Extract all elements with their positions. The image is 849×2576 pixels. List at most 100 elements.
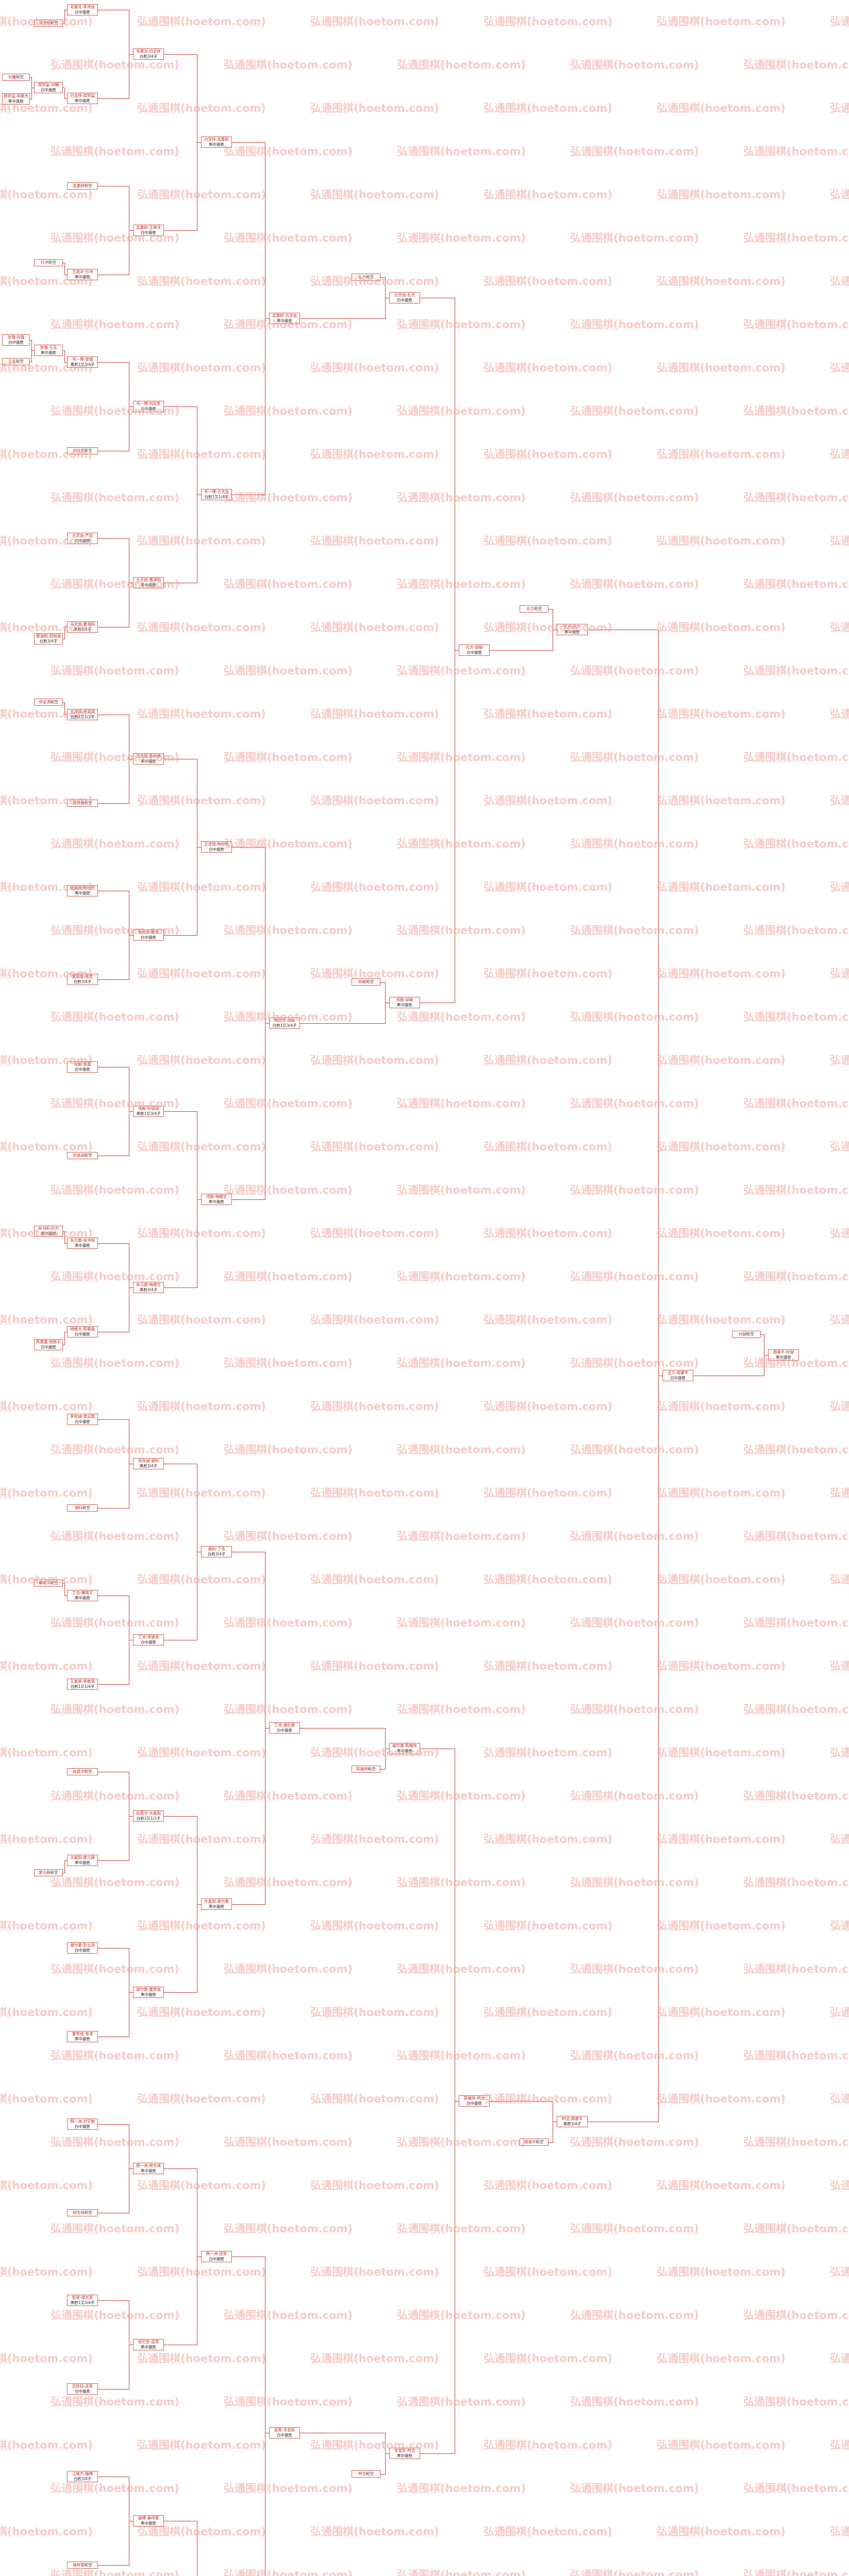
connector-line (129, 1111, 133, 1112)
watermark-text: 弘通围棋(hoetom.com) (743, 1530, 849, 1543)
watermark-text: 弘通围棋(hoetom.com) (484, 2266, 612, 2278)
match-box: 张紫良-陶欣然黑中盘胜 (67, 885, 98, 896)
result-label: 黑胜3/4子 (563, 2122, 581, 2126)
players-label: 张强-何鑫 (7, 335, 25, 340)
watermark-text: 弘通围棋(hoetom.com) (830, 881, 849, 893)
watermark-text: 弘通围棋(hoetom.com) (570, 1357, 699, 1369)
watermark-text: 弘通围棋(hoetom.com) (137, 1660, 266, 1672)
bye-label: 轮空 (50, 21, 58, 25)
players-label: 韩一洲-刘宇航 (70, 2119, 95, 2124)
watermark-text: 弘通围棋(hoetom.com) (51, 1876, 179, 1889)
connector-line (98, 186, 129, 187)
connector-line (380, 277, 385, 278)
watermark-text: 弘通围棋(hoetom.com) (657, 1833, 786, 1845)
match-box: 韦一博-刘兆哲白中盘胜 (133, 401, 164, 412)
match-box: 连笑-芈昱廷白中盘胜 (269, 2427, 300, 2438)
watermark-text: 弘通围棋(hoetom.com) (224, 2136, 353, 2148)
player-name: 李泽锐 (39, 21, 51, 25)
watermark-text: 弘通围棋(hoetom.com) (310, 102, 439, 114)
connector-line (129, 406, 133, 407)
player-name: 屠晓宇 (39, 1581, 51, 1585)
watermark-text: 弘通围棋(hoetom.com) (484, 794, 612, 807)
watermark-text: 弘通围棋(hoetom.com) (743, 2136, 849, 2148)
watermark-text: 弘通围棋(hoetom.com) (224, 2396, 353, 2408)
connector-line (164, 1816, 197, 1817)
result-label: 黑中盘胜 (209, 142, 224, 147)
match-box: 柯洁-周睿羊黑胜3/4子 (557, 2116, 588, 2127)
watermark-text: 弘通围棋(hoetom.com) (830, 1054, 849, 1066)
watermark-text: 弘通围棋(hoetom.com) (51, 1963, 179, 1975)
watermark-text: 弘通围棋(hoetom.com) (484, 1054, 612, 1066)
connector-line (64, 702, 65, 715)
watermark-text: 弘通围棋(hoetom.com) (0, 1400, 93, 1413)
watermark-text: 弘通围棋(hoetom.com) (743, 1963, 849, 1975)
bye-box: 刘曦轮空 (2, 74, 30, 81)
watermark-text: 弘通围棋(hoetom.com) (0, 1660, 93, 1672)
match-box: 周贺玺-李豪杰黑中盘胜 (2, 93, 30, 105)
watermark-text: 弘通围棋(hoetom.com) (657, 1573, 786, 1586)
players-label: 许嘉阳-谢尔豪 (204, 1899, 229, 1904)
connector-line (64, 1583, 65, 1596)
connector-line (385, 2453, 386, 2475)
match-box: 范廷钰-连笑白中盘胜 (67, 2383, 98, 2395)
watermark-text: 弘通围棋(hoetom.com) (570, 2569, 699, 2576)
bye-label: 轮空 (16, 359, 24, 364)
watermark-text: 弘通围棋(hoetom.com) (743, 318, 849, 331)
watermark-text: 弘通围棋(hoetom.com) (830, 1573, 849, 1586)
match-box: 朱元豪-杨楷文黑胜3/4子 (133, 1282, 164, 1293)
match-box: 张强-王垚黑中盘胜 (34, 345, 63, 356)
players-label: 谢尔豪-陈耀烨 (392, 1743, 417, 1748)
bye-box: 赵晨宇轮空 (67, 1768, 98, 1775)
bye-label: 轮空 (50, 700, 58, 704)
connector-line (64, 1860, 67, 1861)
result-label: 白中盘胜 (75, 10, 90, 14)
match-box: 陈豪鑫-钮新宇白中盘胜 (34, 1339, 63, 1350)
watermark-text: 弘通围棋(hoetom.com) (0, 2179, 93, 2192)
bye-box: 王垚轮空 (2, 358, 30, 365)
watermark-text: 弘通围棋(hoetom.com) (830, 362, 849, 374)
bye-label: 轮空 (368, 1767, 376, 1771)
watermark-text: 弘通围棋(hoetom.com) (397, 1790, 526, 1802)
watermark-text: 弘通围棋(hoetom.com) (657, 2006, 786, 2019)
connector-line (98, 2124, 129, 2125)
watermark-text: 弘通围棋(hoetom.com) (570, 492, 699, 504)
watermark-text: 弘通围棋(hoetom.com) (137, 1920, 266, 1932)
watermark-text: 弘通围棋(hoetom.com) (830, 15, 849, 28)
players-label: 许嘉阳-廖元赫 (70, 1855, 95, 1860)
connector-line (385, 277, 386, 298)
match-box: 周贺玺-刘曦白中盘胜 (34, 82, 63, 93)
players-label: 孔杰-邱峻 (465, 645, 483, 650)
watermark-text: 弘通围棋(hoetom.com) (484, 2526, 612, 2538)
watermark-text: 弘通围棋(hoetom.com) (743, 1184, 849, 1196)
watermark-text: 弘通围棋(hoetom.com) (51, 2223, 179, 2235)
watermark-text: 弘通围棋(hoetom.com) (137, 1141, 266, 1153)
bye-label: 轮空 (366, 979, 374, 984)
watermark-text: 弘通围棋(hoetom.com) (310, 2352, 439, 2365)
watermark-text: 弘通围棋(hoetom.com) (657, 15, 786, 28)
watermark-text: 弘通围棋(hoetom.com) (310, 1660, 439, 1672)
match-box: 戎毅-黄晨白中盘胜 (67, 1061, 98, 1073)
watermark-text: 弘通围棋(hoetom.com) (657, 708, 786, 720)
connector-line (30, 340, 31, 341)
result-label: 黑中盘胜 (75, 275, 90, 279)
result-label: 黑胜3/4子 (73, 627, 92, 632)
connector-line (164, 1992, 197, 1993)
match-box: 白宝祥-孟泰龄黑中盘胜 (201, 137, 232, 148)
player-name: 周睿羊 (524, 2140, 536, 2144)
watermark-text: 弘通围棋(hoetom.com) (570, 2136, 699, 2148)
watermark-text: 弘通围棋(hoetom.com) (484, 968, 612, 980)
watermark-text: 弘通围棋(hoetom.com) (830, 1747, 849, 1759)
match-box: 戎毅-何语涵黑胜1又3/4子 (133, 1106, 164, 1117)
watermark-text: 弘通围棋(hoetom.com) (51, 1357, 179, 1369)
connector-line (30, 77, 31, 78)
result-label: 白胜3/4子 (73, 2477, 92, 2481)
match-box: 白宝祥-周贺玺黑中盘胜 (67, 93, 98, 104)
match-box: 谢尔豪-陈耀烨黑中盘胜 (389, 1743, 420, 1754)
watermark-text: 弘通围棋(hoetom.com) (51, 2396, 179, 2408)
bye-box: 孟泰龄轮空 (67, 182, 98, 190)
match-box: 丁浩-屠晓宇黑中盘胜 (67, 1590, 98, 1601)
connector-line (164, 1111, 197, 1112)
watermark-text: 弘通围棋(hoetom.com) (310, 448, 439, 461)
watermark-text: 弘通围棋(hoetom.com) (830, 621, 849, 634)
connector-line (129, 1816, 133, 1817)
